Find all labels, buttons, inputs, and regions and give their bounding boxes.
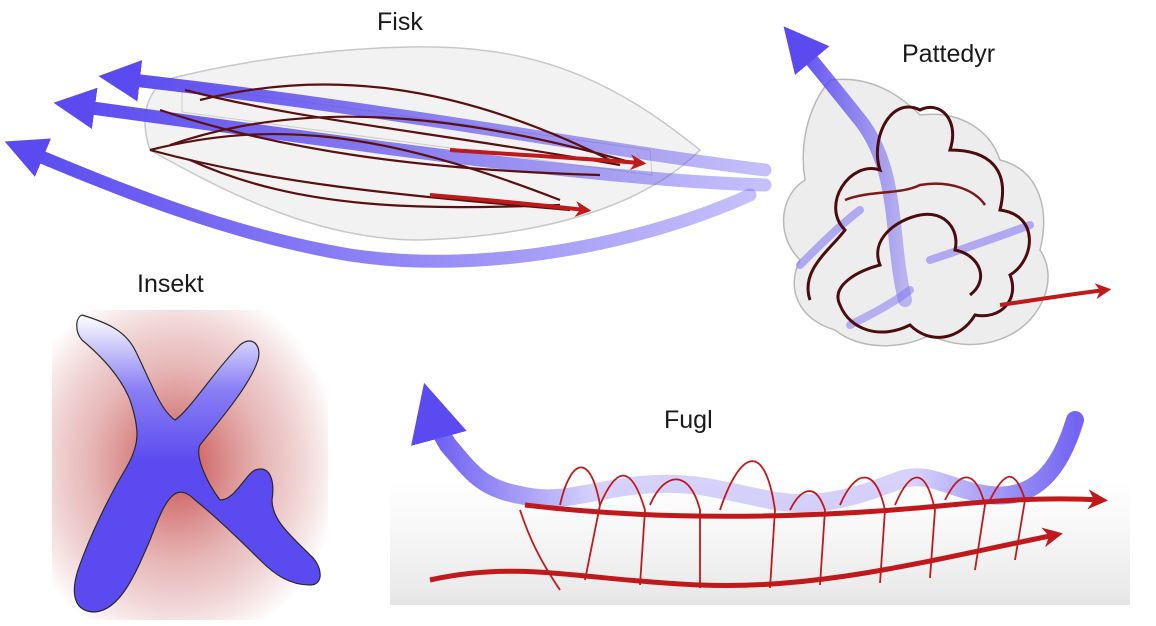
fish-label: Fisk bbox=[377, 8, 423, 37]
insect-label: Insekt bbox=[137, 270, 204, 299]
fish-gill-diagram bbox=[20, 47, 765, 261]
bird-parabronchi-diagram bbox=[390, 405, 1130, 605]
bird-label: Fugl bbox=[664, 406, 713, 435]
mammal-label: Pattedyr bbox=[902, 40, 995, 69]
mammal-alveoli-diagram bbox=[784, 40, 1105, 346]
insect-trachea-diagram bbox=[52, 310, 328, 620]
